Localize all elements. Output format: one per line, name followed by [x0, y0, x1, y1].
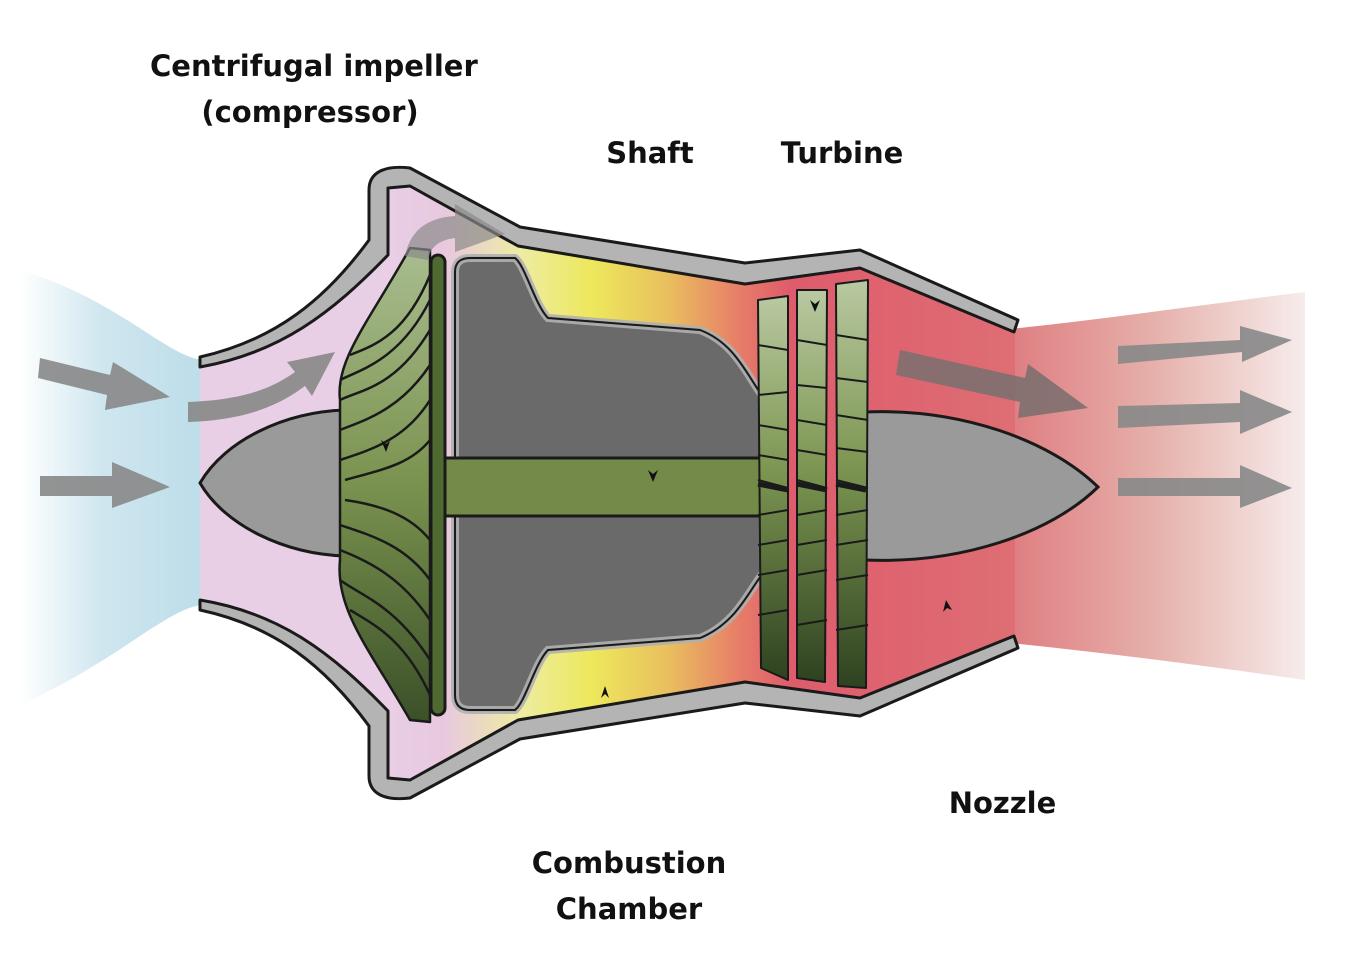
- intake-arrow-lower: [40, 462, 170, 508]
- pointer-combustion: [601, 686, 609, 698]
- impeller-backplate: [429, 253, 447, 717]
- label-impeller-line1: Centrifugal impeller: [150, 49, 478, 83]
- impeller-vane: [339, 299, 432, 382]
- casing-upper: [198, 165, 1020, 369]
- compressor-inflow-arrow: [188, 352, 335, 422]
- centrifugal-impeller: [338, 246, 432, 724]
- flow-arrows: [38, 204, 1292, 508]
- turbine: [757, 279, 869, 689]
- exhaust-arrow-bottom: [1118, 465, 1292, 508]
- label-combustion-line1: Combustion: [531, 846, 727, 880]
- pointer-turbine: [810, 300, 820, 312]
- impeller-vane: [339, 548, 432, 621]
- exhaust-arrow-diagonal: [896, 350, 1088, 418]
- impeller-body: [338, 246, 432, 724]
- exhaust-arrow-top: [1118, 326, 1292, 364]
- label-turbine: Turbine: [780, 136, 904, 170]
- exhaust-cone: [863, 410, 1101, 562]
- impeller-vane: [344, 498, 431, 541]
- label-nozzle: Nozzle: [948, 786, 1057, 820]
- impeller-vane: [339, 578, 432, 661]
- impeller-vane: [339, 399, 432, 462]
- intake-arrow-upper: [38, 358, 170, 410]
- pointer-shaft: [648, 470, 658, 482]
- compressor-outflow-arrow: [405, 204, 505, 260]
- label-shaft: Shaft: [606, 136, 694, 170]
- turbine-stage-3: [835, 279, 869, 689]
- pointer-impeller: [381, 440, 390, 452]
- pointer-nozzle: [943, 600, 952, 612]
- label-impeller-line2: (compressor): [201, 95, 419, 129]
- intake-spinner: [198, 408, 347, 558]
- impeller-vane: [344, 439, 431, 482]
- label-centrifugal-impeller: Centrifugal impeller (compressor): [150, 43, 478, 135]
- impeller-vane: [349, 274, 432, 357]
- exhaust-arrow-middle: [1118, 390, 1292, 434]
- pointer-marks: [381, 300, 952, 698]
- casing-lower: [198, 598, 1020, 801]
- impeller-vane: [339, 329, 432, 402]
- label-combustion-chamber: Combustion Chamber: [518, 840, 740, 932]
- label-combustion-line2: Chamber: [555, 892, 703, 926]
- outer-casing: [198, 165, 1020, 801]
- turbine-hub-joint: [757, 481, 867, 493]
- impeller-vane: [339, 523, 432, 581]
- impeller-vane: [339, 364, 432, 432]
- impeller-vane: [349, 608, 432, 696]
